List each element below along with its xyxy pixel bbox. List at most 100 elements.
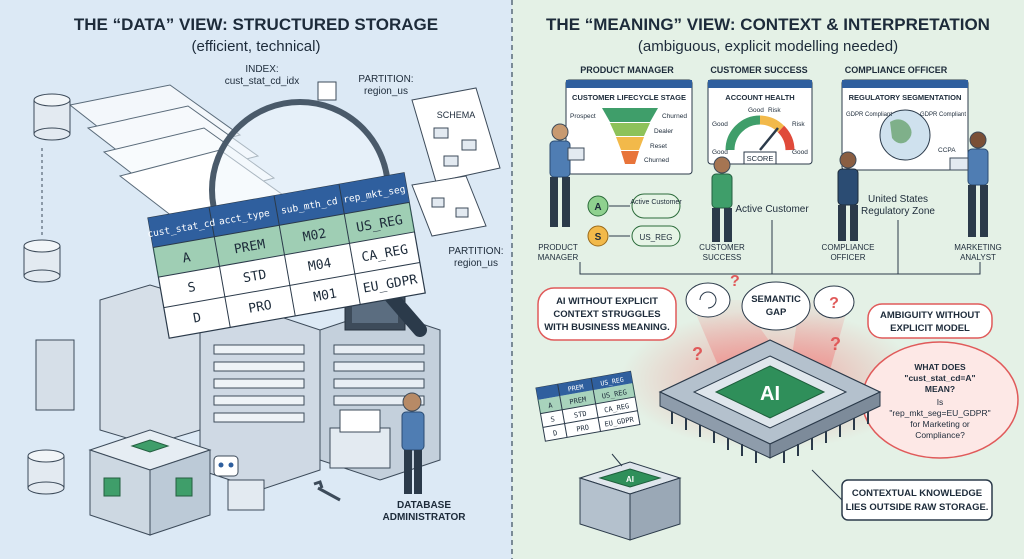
partition-bottom-label: PARTITION: — [448, 246, 503, 257]
connector-context — [811, 469, 843, 501]
question-q5: "rep_mkt_seg=EU_GDPR" — [889, 408, 990, 418]
cs-label-risk-2: Risk — [792, 121, 805, 128]
question-q7: Compliance? — [915, 430, 965, 440]
index-label: INDEX: — [245, 64, 278, 75]
co-heading: REGULATORY SEGMENTATION — [849, 93, 962, 102]
question-q2: "cust_stat_cd=A" — [904, 373, 975, 383]
partition-top-value: region_us — [364, 86, 408, 97]
connector-mini — [611, 453, 623, 467]
left-subtitle: (efficient, technical) — [192, 38, 321, 55]
question-mark-icon: ? — [692, 344, 703, 364]
flow-a: A Active Customer — [587, 193, 682, 219]
callout-question: WHAT DOES "cust_stat_cd=A" MEAN? Is "rep… — [861, 341, 1019, 459]
index-key-icon — [317, 81, 337, 101]
ai-chip: AI — [658, 339, 882, 459]
flow-a-code: A — [594, 202, 601, 213]
ambiguity-line2: EXPLICIT MODEL — [890, 323, 970, 334]
callout-ambiguity: AMBIGUITY WITHOUT EXPLICIT MODEL — [867, 303, 993, 339]
index-name: cust_stat_cd_idx — [225, 76, 300, 87]
gauge-good-arc — [725, 115, 761, 151]
server-slots — [213, 344, 425, 423]
mini-chip-label: AI — [626, 475, 634, 484]
mini-ai-server: AI — [578, 461, 682, 541]
cs-score: SCORE — [747, 154, 774, 163]
panel-cs: ACCOUNT HEALTH Good Risk Good Risk Good … — [707, 79, 813, 165]
question-mark-icon: ? — [830, 334, 841, 354]
admin-line2: ADMINISTRATOR — [383, 512, 467, 523]
panel-pm: CUSTOMER LIFECYCLE STAGE Prospect Churne… — [565, 79, 693, 175]
cell-r1-c3: M02 — [302, 226, 328, 245]
wrench-icon — [313, 480, 341, 502]
mini-cell: PREM — [569, 396, 587, 407]
partition-bottom-value: region_us — [454, 258, 498, 269]
ma-label-line2: ANALYST — [960, 253, 996, 262]
chip-pins — [671, 412, 869, 463]
mini-cell: A — [548, 401, 554, 410]
cs-heading: ACCOUNT HEALTH — [725, 93, 794, 102]
data-table: cust_stat_cd acct_type sub_mth_cd rep_mk… — [147, 172, 426, 339]
context-line1: CONTEXTUAL KNOWLEDGE — [852, 488, 982, 499]
flow-s-value: US_REG — [640, 233, 673, 242]
connector-bus — [579, 262, 981, 275]
dba-workstation — [329, 392, 425, 494]
question-mark-icon: ? — [730, 273, 740, 290]
cs-label-good-1: Good — [748, 107, 764, 114]
robot-icon — [213, 455, 265, 511]
pm-stage-churned-2: Churned — [644, 157, 669, 164]
ambiguity-line1: AMBIGUITY WITHOUT — [880, 310, 980, 321]
callout-contextual-knowledge: CONTEXTUAL KNOWLEDGE LIES OUTSIDE RAW ST… — [841, 479, 993, 521]
role-pm: PRODUCT MANAGER — [580, 65, 674, 75]
co-label-line2: OFFICER — [830, 253, 865, 262]
chip-label: AI — [760, 383, 780, 405]
flow-s: S US_REG — [587, 225, 681, 247]
co-meaning-line1: United States — [868, 194, 928, 205]
cell-r3-c2: PRO — [247, 298, 273, 317]
globe-landmass — [890, 119, 912, 144]
cs-label-line1: CUSTOMER — [699, 243, 745, 252]
callout-ai-struggles: AI WITHOUT EXPLICIT CONTEXT STRUGGLES WI… — [537, 287, 677, 341]
right-subtitle: (ambiguous, explicit modelling needed) — [638, 38, 898, 55]
admin-line1: DATABASE — [397, 500, 451, 511]
cell-r1-c2: PREM — [233, 237, 267, 257]
pm-stage-churned-1: Churned — [662, 113, 687, 120]
flow-a-value: Active Customer — [630, 199, 682, 206]
cell-r3-c1: D — [192, 310, 202, 326]
pm-stage-dealer: Dealer — [654, 128, 674, 135]
question-q4: Is — [937, 397, 944, 407]
cloud-swirl-icon — [685, 282, 731, 318]
ma-label-line1: MARKETING — [954, 243, 1002, 252]
svg-text:?: ? — [829, 295, 839, 312]
callout-ai-line3: WITH BUSINESS MEANING. — [544, 322, 670, 333]
person-product-manager — [549, 123, 585, 227]
cloud-semantic-gap: SEMANTIC GAP — [741, 281, 811, 331]
pm-stage-prospect: Prospect — [570, 113, 596, 120]
person-compliance-officer — [837, 151, 859, 241]
gap-line1: SEMANTIC — [751, 294, 801, 305]
callout-ai-line1: AI WITHOUT EXPLICIT — [556, 296, 658, 307]
database-cylinder-3 — [27, 449, 65, 495]
gauge-mid-arc — [759, 115, 785, 133]
question-q3: MEAN? — [925, 384, 955, 394]
small-server-left — [35, 339, 75, 411]
person-marketing-analyst — [949, 131, 989, 237]
mini-header-2: US_REG — [600, 376, 625, 388]
co-label-gdpr-1: GDPR Compliant — [846, 112, 892, 118]
schema-label: SCHEMA — [437, 110, 476, 120]
callout-ai-line2: CONTEXT STRUGGLES — [553, 309, 660, 320]
co-label-ccpa: CCPA — [938, 147, 956, 154]
role-co: COMPLIANCE OFFICER — [845, 65, 948, 75]
gauge-risk-arc — [777, 125, 795, 151]
gap-line2: GAP — [766, 307, 787, 318]
cs-label-risk-1: Risk — [768, 107, 781, 114]
cs-label-good-4: Good — [792, 149, 808, 156]
pm-heading: CUSTOMER LIFECYCLE STAGE — [572, 93, 686, 102]
mini-cell: PRO — [576, 423, 590, 433]
cell-r3-c3: M01 — [312, 286, 338, 305]
co-label-line1: COMPLIANCE — [822, 243, 875, 252]
mini-header-1: PREM — [567, 383, 584, 394]
partition-top-label: PARTITION: — [358, 74, 413, 85]
question-q1: WHAT DOES — [914, 362, 966, 372]
cs-label-good-3: Good — [712, 149, 728, 156]
